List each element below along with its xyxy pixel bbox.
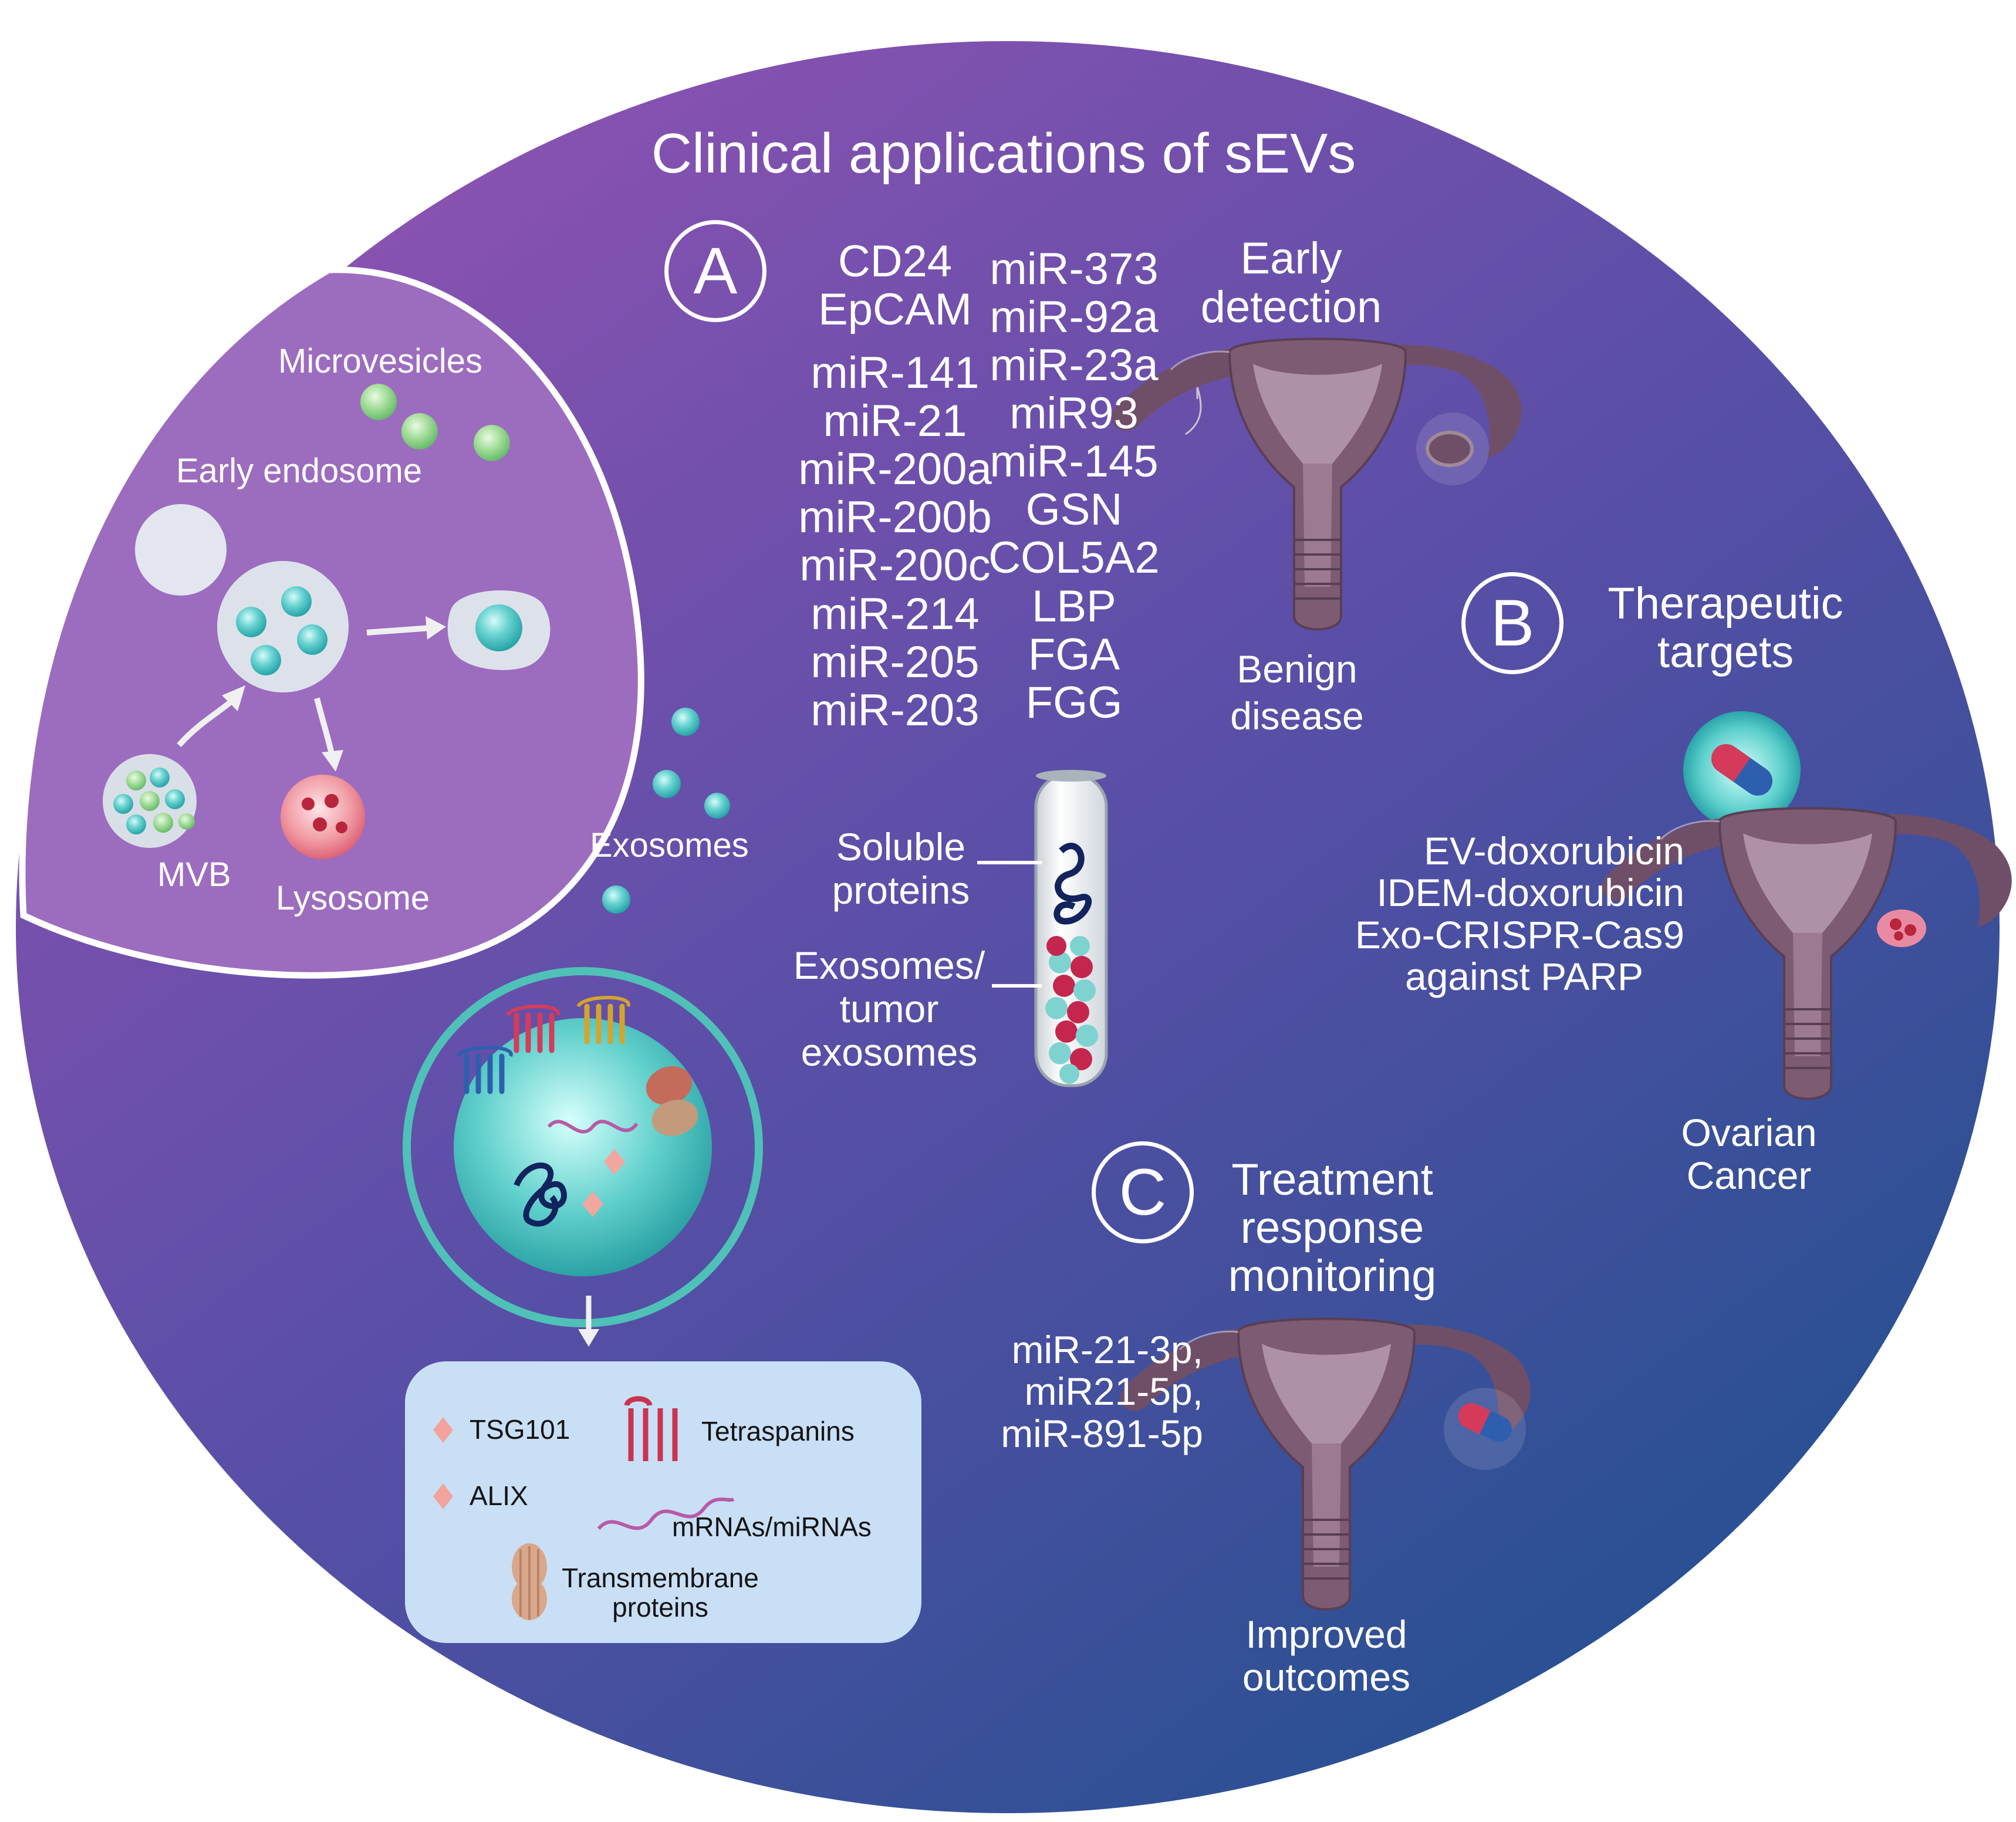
exosome-membrane (403, 967, 763, 1327)
biomarker-item: miR-145 (990, 437, 1159, 487)
biomarker-item: miR-21 (823, 396, 967, 447)
microvesicles-label: Microvesicles (278, 342, 483, 380)
tetraspanin-icon (624, 1396, 678, 1461)
biomarker-item: CD24 (838, 236, 953, 286)
ovarian-label-line2: Cancer (1686, 1154, 1812, 1197)
biomarker-item: FGG (1025, 677, 1123, 728)
pill-icon (1711, 744, 1773, 796)
tube-exosomes-label-line3: exosomes (801, 1030, 978, 1074)
therapeutic-item: EV-doxorubicin (1424, 829, 1684, 873)
section-c-heading-line1: Treatment (1231, 1155, 1433, 1205)
exosome (671, 708, 700, 736)
early-endosome-label: Early endosome (176, 452, 423, 490)
tube-exosomes-label-line1: Exosomes/ (793, 944, 985, 987)
benign-label-line1: Benign (1237, 647, 1357, 691)
monitoring-item: miR-891-5p (1001, 1411, 1203, 1455)
rna-icon (597, 1498, 735, 1530)
alix-icon (433, 1483, 453, 1509)
biomarker-item: miR-200b (798, 492, 992, 543)
legend-tsg101-label: TSG101 (470, 1414, 570, 1445)
improved-label-line1: Improved (1245, 1613, 1407, 1656)
ovarian-label-line1: Ovarian (1681, 1111, 1817, 1154)
therapeutic-item: IDEM-doxorubicin (1376, 871, 1684, 915)
biomarker-item: miR-92a (990, 292, 1159, 343)
tube-exosomes-label-line2: tumor (839, 987, 939, 1030)
monitoring-item: miR-21-3p, (1011, 1328, 1203, 1371)
biomarker-item: EpCAM (818, 285, 972, 335)
biomarker-list-col2: miR-373 miR-92a miR-23a miR93 miR-145 GS… (974, 245, 1174, 727)
biomarker-item: LBP (1032, 581, 1116, 631)
central-endosome (217, 561, 349, 692)
biomarker-item: miR-141 (811, 348, 980, 398)
tsg101-icon (433, 1417, 453, 1443)
section-c-badge: C (1092, 1141, 1194, 1243)
section-a-heading-line1: Early (1240, 234, 1342, 283)
lysosome-shape (281, 775, 365, 859)
biomarker-item: miR-200c (799, 540, 991, 591)
therapeutic-list: EV-doxorubicin IDEM-doxorubicin Exo-CRIS… (1274, 830, 1684, 998)
biomarker-item: miR-200a (798, 444, 992, 495)
transmembrane-icon (512, 1543, 547, 1620)
exosome (704, 793, 730, 819)
section-a-badge: A (664, 220, 766, 322)
section-c-heading-line3: monitoring (1228, 1251, 1437, 1301)
therapeutic-item: against PARP (1405, 954, 1643, 998)
soluble-proteins-label-line1: Soluble (836, 825, 966, 868)
exosomes-label: Exosomes (590, 826, 749, 864)
biomarker-item: miR-23a (990, 340, 1159, 391)
biomarker-item: GSN (1025, 485, 1123, 535)
early-endosome-shape (135, 504, 227, 596)
monitoring-item: miR21-5p, (1024, 1370, 1203, 1414)
legend-rnas-label: mRNAs/miRNAs (672, 1512, 872, 1542)
legend-alix-label: ALIX (470, 1480, 528, 1511)
biomarker-item: miR93 (1009, 388, 1139, 439)
mvb-label: MVB (157, 856, 231, 894)
biomarker-item: COL5A2 (988, 533, 1160, 583)
legend-tetraspanins-label: Tetraspanins (701, 1416, 855, 1446)
microvesicle (474, 425, 510, 461)
microvesicle (401, 413, 438, 449)
exosome (602, 885, 630, 914)
section-b-heading-line2: targets (1657, 627, 1794, 677)
benign-label-line2: disease (1230, 694, 1364, 738)
legend-transmembrane-label-line2: proteins (612, 1592, 708, 1622)
section-c-heading-line2: response (1240, 1203, 1424, 1253)
soluble-proteins-label-line2: proteins (832, 868, 970, 912)
microvesicle (360, 384, 397, 420)
section-b-badge: B (1461, 572, 1564, 674)
exosome (653, 770, 681, 798)
biomarker-item: FGA (1028, 629, 1120, 680)
biomarker-item: miR-214 (811, 589, 980, 639)
section-a-heading-line2: detection (1200, 282, 1382, 332)
biomarker-item: miR-203 (811, 685, 980, 735)
lysosome-label: Lysosome (276, 879, 430, 917)
diagram-title: Clinical applications of sEVs (651, 122, 1356, 185)
section-b-heading-line1: Therapeutic (1608, 579, 1843, 628)
monitoring-list: miR-21-3p, miR21-5p, miR-891-5p (927, 1329, 1203, 1455)
biomarker-item: miR-205 (811, 637, 980, 687)
legend-transmembrane-label-line1: Transmembrane (562, 1563, 759, 1593)
improved-label-line2: outcomes (1242, 1655, 1411, 1699)
therapeutic-item: Exo-CRISPR-Cas9 (1355, 912, 1684, 956)
biomarker-item: miR-373 (990, 244, 1159, 294)
biomarker-list-col1: CD24 EpCAM miR-141 miR-21 miR-200a miR-2… (786, 236, 1004, 735)
